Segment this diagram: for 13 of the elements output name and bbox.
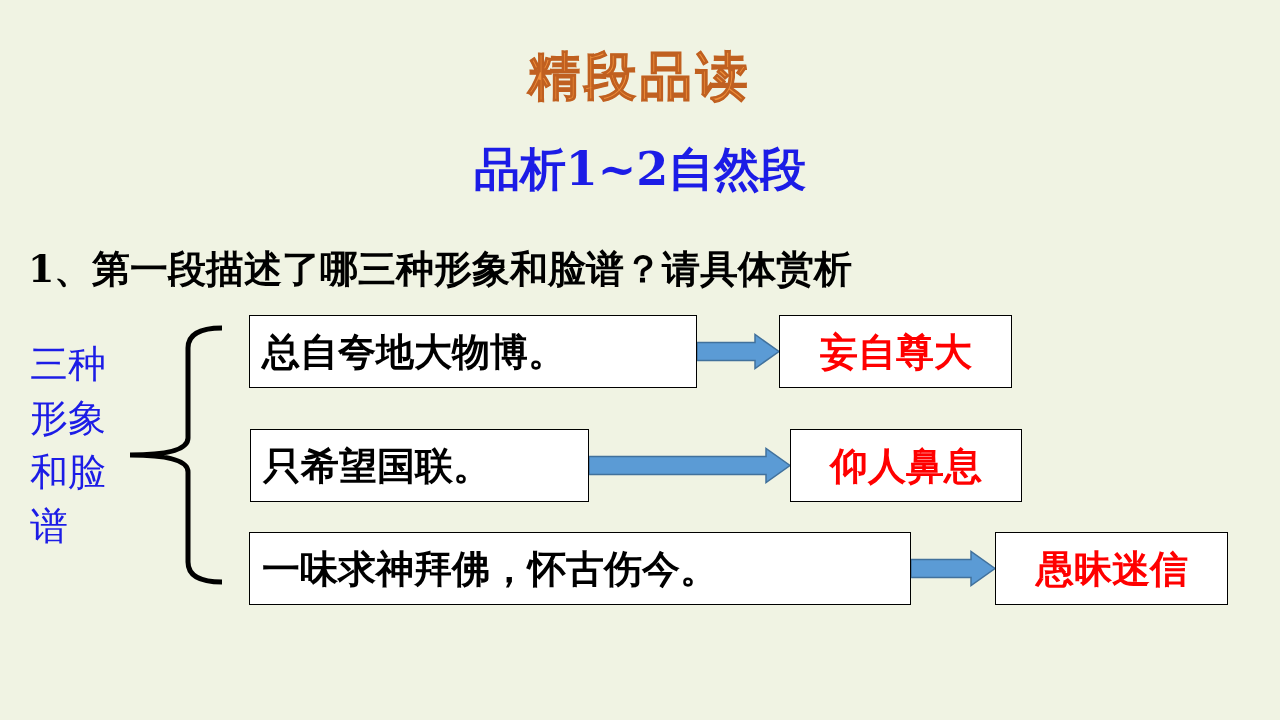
quote-box: 一味求神拜佛，怀古伤今。 xyxy=(249,532,911,605)
quote-box: 只希望国联。 xyxy=(250,429,589,502)
block-arrow xyxy=(696,333,781,370)
result-box: 愚昧迷信 xyxy=(995,532,1228,605)
block-arrow xyxy=(588,447,792,484)
result-box: 妄自尊大 xyxy=(779,315,1012,388)
result-box: 仰人鼻息 xyxy=(790,429,1022,502)
slide-title: 精段品读 xyxy=(526,50,753,102)
block-arrow xyxy=(910,550,997,587)
question-text: 1、第一段描述了哪三种形象和脸谱？请具体赏析 xyxy=(28,250,854,288)
category-label: 三种形象和脸谱 xyxy=(30,341,107,550)
quote-box: 总自夸地大物博。 xyxy=(249,315,697,388)
subtitle: 品析1~2自然段 xyxy=(472,146,808,192)
